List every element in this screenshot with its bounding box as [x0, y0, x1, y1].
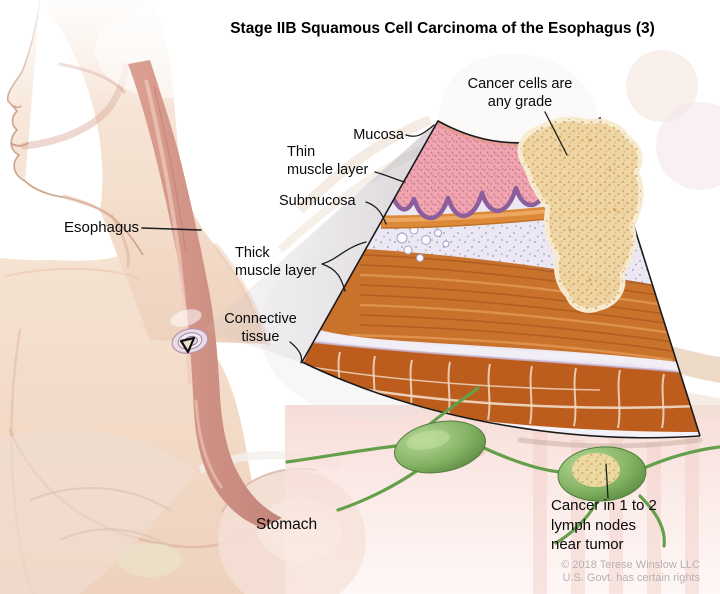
label-stomach: Stomach [256, 516, 318, 533]
annotation-line: lymph nodes [551, 516, 637, 534]
label-submucosa: Submucosa [279, 193, 356, 209]
magnifier-beam [204, 121, 438, 363]
label-connective-tissue: Connective tissue [198, 311, 323, 346]
label-esophagus: Esophagus [64, 219, 140, 236]
credit-line: © 2018 Terese Winslow LLC [561, 559, 700, 571]
esophagus-leader [141, 227, 202, 231]
lymph-node [393, 420, 487, 474]
label-thick-muscle-layer: Thick muscle layer [235, 245, 316, 280]
thick-muscle-leader [321, 241, 367, 292]
annotation-lymph-nodes: Cancer in 1 to 2 lymph nodes near tumor [551, 496, 657, 555]
tumor-marker-triangle [179, 336, 196, 354]
label-line: muscle layer [235, 262, 317, 279]
lymph-vessels [285, 386, 720, 548]
lymph-leader [605, 463, 609, 499]
label-thin-muscle-layer: Thin muscle layer [287, 144, 368, 179]
copyright-credit: © 2018 Terese Winslow LLC U.S. Govt. has… [495, 559, 700, 585]
thin-muscle-leader [374, 171, 406, 183]
label-line: Thick [235, 245, 270, 261]
label-line: Thin [287, 144, 316, 160]
tumor-mass [517, 116, 644, 313]
annotation-line: any grade [487, 93, 553, 110]
label-mucosa: Mucosa [353, 127, 404, 143]
annotation-line: Cancer cells are [467, 76, 573, 92]
cancer-cells-leader [544, 111, 568, 156]
credit-line: U.S. Govt. has certain rights [562, 572, 700, 584]
submucosa-leader [365, 201, 387, 225]
label-line: muscle layer [287, 161, 369, 178]
annotation-line: Cancer in 1 to 2 [551, 497, 657, 514]
page-title: Stage IIB Squamous Cell Carcinoma of the… [230, 20, 655, 37]
connective-leader [289, 341, 303, 364]
lymph-node-cancerous [557, 446, 647, 502]
liver-shape [0, 430, 196, 594]
label-line: tissue [241, 328, 280, 345]
leader-lines [141, 111, 609, 499]
annotation-line: near tumor [551, 536, 624, 553]
tumor-site-cut [171, 328, 209, 354]
mucosa-leader [405, 124, 435, 137]
annotation-cancer-cells: Cancer cells are any grade [425, 76, 615, 111]
label-line: Connective [224, 311, 297, 327]
